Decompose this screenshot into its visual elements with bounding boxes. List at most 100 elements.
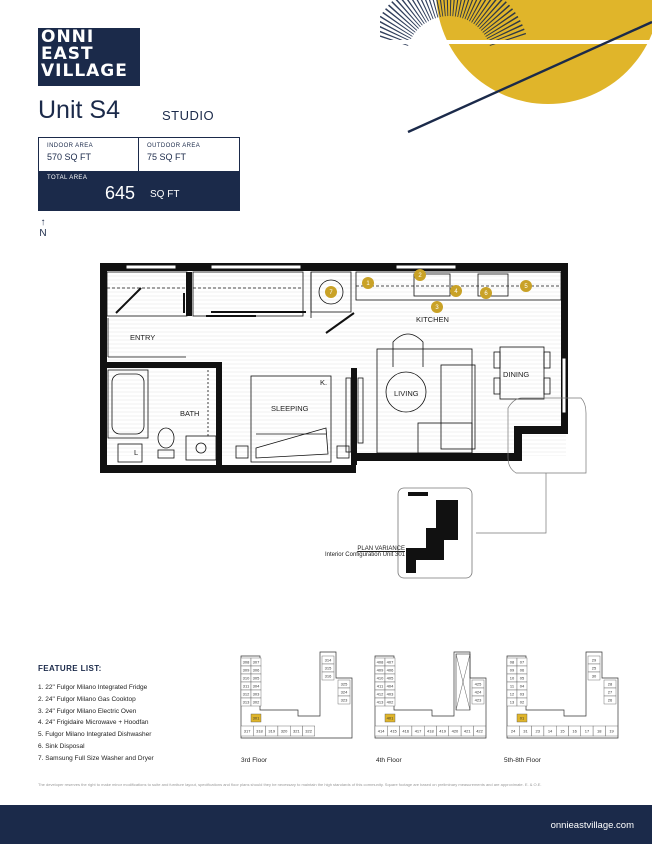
svg-text:24: 24 (511, 729, 516, 734)
keyplan-unit: 409 (374, 665, 386, 675)
svg-text:319: 319 (268, 729, 275, 734)
svg-text:321: 321 (293, 729, 300, 734)
svg-text:318: 318 (256, 729, 263, 734)
feature-item: 1. 22" Fulgor Milano Integrated Fridge (38, 684, 148, 691)
keyplan-unit: 03 (516, 689, 528, 699)
svg-text:417: 417 (415, 729, 422, 734)
keyplan-unit: 26 (603, 695, 617, 705)
svg-text:315: 315 (325, 666, 332, 671)
feature-item: 2. 24" Fulgor Milano Gas Cooktop (38, 695, 136, 703)
svg-text:26: 26 (608, 698, 613, 703)
svg-text:304: 304 (253, 684, 260, 689)
keyplan-unit: 414 (374, 725, 388, 737)
keyplan-label-5th-8th: 5th-8th Floor (504, 757, 541, 764)
keyplan-unit: 307 (250, 657, 262, 667)
svg-text:311: 311 (243, 684, 250, 689)
keyplan-unit: 23 (531, 725, 545, 737)
svg-text:03: 03 (520, 692, 525, 697)
svg-text:402: 402 (387, 700, 394, 705)
legal-disclaimer: The developer reserves the right to make… (38, 782, 542, 787)
svg-text:416: 416 (402, 729, 409, 734)
keyplan-unit: 05 (516, 673, 528, 683)
svg-text:23: 23 (536, 729, 541, 734)
keyplan-unit: 18 (592, 725, 606, 737)
keyplan-unit: 321 (290, 725, 303, 737)
room-label-sleeping: SLEEPING (271, 404, 309, 413)
keyplan-unit: 406 (384, 665, 396, 675)
svg-text:403: 403 (387, 692, 394, 697)
logo-line-1: ONNI (41, 27, 95, 47)
svg-text:06: 06 (520, 668, 525, 673)
svg-text:316: 316 (325, 674, 332, 679)
keyplan-unit: 403 (384, 689, 396, 699)
footer-bar: onnieastvillage.com (0, 805, 652, 844)
svg-text:08: 08 (510, 660, 515, 665)
keyplan-unit: 15 (556, 725, 569, 737)
svg-text:29: 29 (592, 658, 597, 663)
exterior-walls (100, 263, 568, 473)
keyplan-unit: 09 (506, 665, 518, 675)
keyplan-unit: 309 (240, 665, 252, 675)
keyplan-unit: 405 (384, 673, 396, 683)
keyplan-unit: 28 (603, 679, 617, 689)
logo-line-2: EAST (41, 44, 94, 64)
room-label-closet: K. (320, 378, 327, 387)
brand-logo[interactable]: ONNI EAST VILLAGE (38, 28, 140, 86)
svg-text:28: 28 (608, 682, 613, 687)
keyplan-unit: 12 (506, 689, 518, 699)
keyplan-unit: 312 (240, 689, 252, 699)
svg-text:3: 3 (435, 305, 439, 311)
plan-variance-note: Interior Configuration Unit 301 (324, 552, 405, 558)
svg-text:412: 412 (377, 692, 384, 697)
svg-text:25: 25 (592, 666, 597, 671)
svg-text:5: 5 (524, 284, 528, 290)
keyplan-unit: 425 (471, 679, 485, 689)
svg-text:314: 314 (325, 658, 332, 663)
feature-item: 4. 24" Frigidaire Microwave + Hoodfan (38, 719, 149, 727)
keyplan-unit: 17 (580, 725, 594, 737)
svg-text:11: 11 (510, 684, 515, 689)
keyplan-unit: 06 (516, 665, 528, 675)
north-label: N (39, 228, 47, 239)
unit-title: Unit S4 (38, 96, 120, 124)
feature-marker-6: 6 (480, 287, 492, 299)
svg-text:305: 305 (253, 676, 260, 681)
keyplan-unit: 13 (506, 697, 518, 707)
keyplan-unit: 417 (411, 725, 425, 737)
svg-text:421: 421 (464, 729, 471, 734)
keyplan-roof-area (455, 653, 471, 711)
svg-text:415: 415 (390, 729, 397, 734)
website-link[interactable]: onnieastvillage.com (550, 820, 634, 831)
keyplan-unit: 31 (519, 725, 532, 737)
feature-item: 6. Sink Disposal (38, 742, 85, 750)
svg-text:323: 323 (341, 698, 348, 703)
keyplan-unit: 404 (384, 681, 396, 691)
keyplan-unit: 14 (543, 725, 557, 737)
svg-text:6: 6 (484, 291, 488, 297)
room-label-living: LIVING (394, 389, 419, 398)
keyplan-unit: 314 (321, 655, 335, 665)
svg-text:10: 10 (510, 676, 515, 681)
feature-list-title: FEATURE LIST: (38, 664, 102, 673)
svg-text:406: 406 (387, 668, 394, 673)
keyplan-unit: 402 (384, 697, 396, 707)
svg-text:07: 07 (520, 660, 525, 665)
feature-marker-2: 2 (414, 269, 426, 281)
svg-text:12: 12 (510, 692, 515, 697)
svg-text:407: 407 (387, 660, 394, 665)
keyplan-unit: 407 (384, 657, 396, 667)
keyplan-unit: 16 (568, 725, 582, 737)
keyplan-unit: 301 (250, 713, 262, 723)
svg-text:15: 15 (560, 729, 565, 734)
living-furniture (357, 333, 476, 454)
svg-text:30: 30 (592, 674, 597, 679)
svg-text:422: 422 (476, 729, 483, 734)
north-arrow-icon: ↑ (40, 217, 46, 228)
svg-text:411: 411 (377, 684, 384, 689)
svg-text:408: 408 (377, 660, 384, 665)
keyplan-unit: 08 (506, 657, 518, 667)
keyplan-unit: 319 (265, 725, 279, 737)
keyplan-unit: 30 (587, 671, 601, 681)
keyplan-label-4th: 4th Floor (376, 757, 402, 764)
